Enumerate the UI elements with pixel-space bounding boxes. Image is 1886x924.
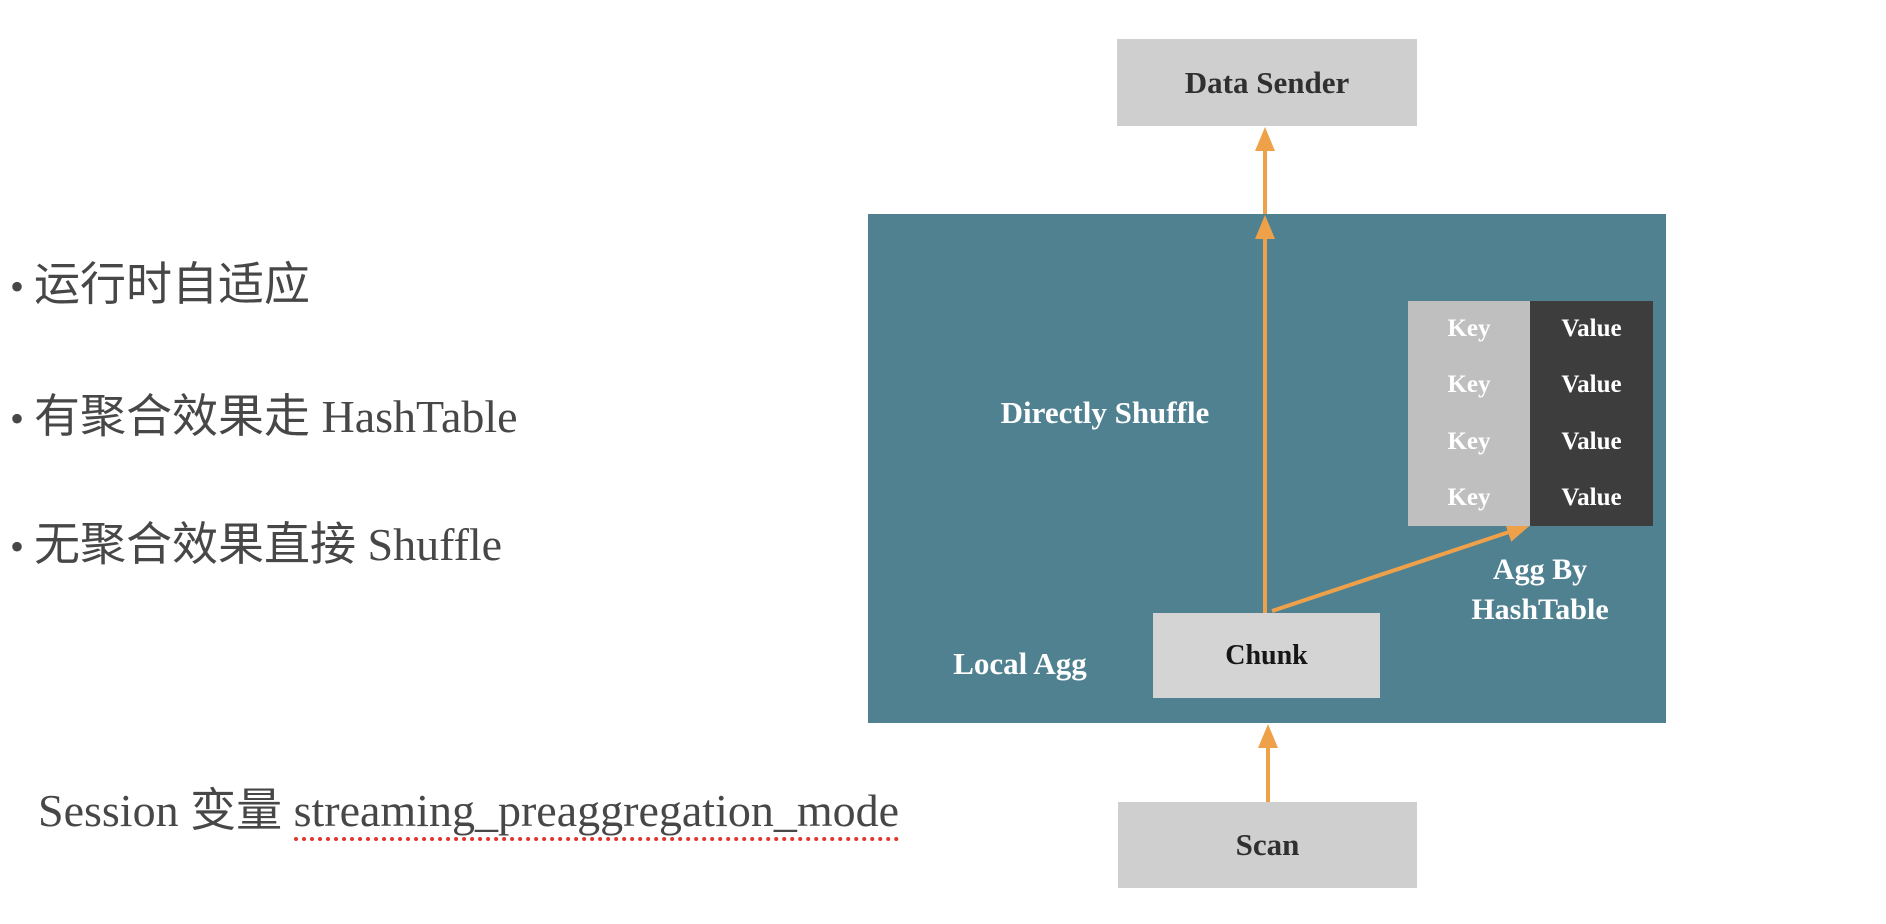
hash-table-key-cell: Key (1408, 301, 1530, 358)
bullet-text: 运行时自适应 (34, 259, 311, 310)
bullet-marker: • (10, 396, 25, 441)
hash-table-key-cell: Key (1408, 469, 1530, 526)
hash-table-value-cell: Value (1530, 301, 1653, 358)
bullet-item-no-agg-shuffle: •无聚合效果直接 Shuffle (10, 516, 502, 576)
bullet-marker: • (10, 524, 25, 569)
hash-table-value-cell: Value (1530, 469, 1653, 526)
agg-by-line1: Agg By (1492, 553, 1588, 586)
data-sender-label: Data Sender (1184, 64, 1350, 100)
session-variable-note: Session 变量 streaming_preaggregation_mode (38, 782, 900, 841)
chunk-node: Chunk (1153, 613, 1380, 698)
scan-label: Scan (1235, 827, 1300, 862)
hash-table: Key Value Key Value Key Value Key Value (1408, 301, 1653, 526)
bullet-text: 无聚合效果直接 Shuffle (34, 519, 503, 570)
session-variable-name: streaming_preaggregation_mode (293, 785, 900, 841)
bullet-item-agg-hashtable: •有聚合效果走 HashTable (10, 388, 518, 448)
agg-by-line2: HashTable (1471, 593, 1609, 626)
bullet-item-runtime-adaptive: •运行时自适应 (10, 256, 310, 316)
bullet-text: 有聚合效果走 HashTable (34, 391, 518, 442)
session-note-prefix: Session 变量 (38, 785, 294, 836)
hash-table-value-cell: Value (1530, 413, 1653, 470)
hash-table-key-cell: Key (1408, 357, 1530, 414)
hash-table-key-cell: Key (1408, 413, 1530, 470)
chunk-label: Chunk (1225, 639, 1308, 671)
directly-shuffle-label: Directly Shuffle (1000, 395, 1210, 430)
agg-by-hashtable-label: Agg By HashTable (1420, 550, 1660, 630)
hash-table-value-cell: Value (1530, 357, 1653, 414)
bullet-marker: • (10, 264, 25, 309)
scan-node: Scan (1118, 802, 1417, 888)
local-agg-label: Local Agg (953, 646, 1087, 681)
data-sender-node: Data Sender (1117, 39, 1417, 126)
